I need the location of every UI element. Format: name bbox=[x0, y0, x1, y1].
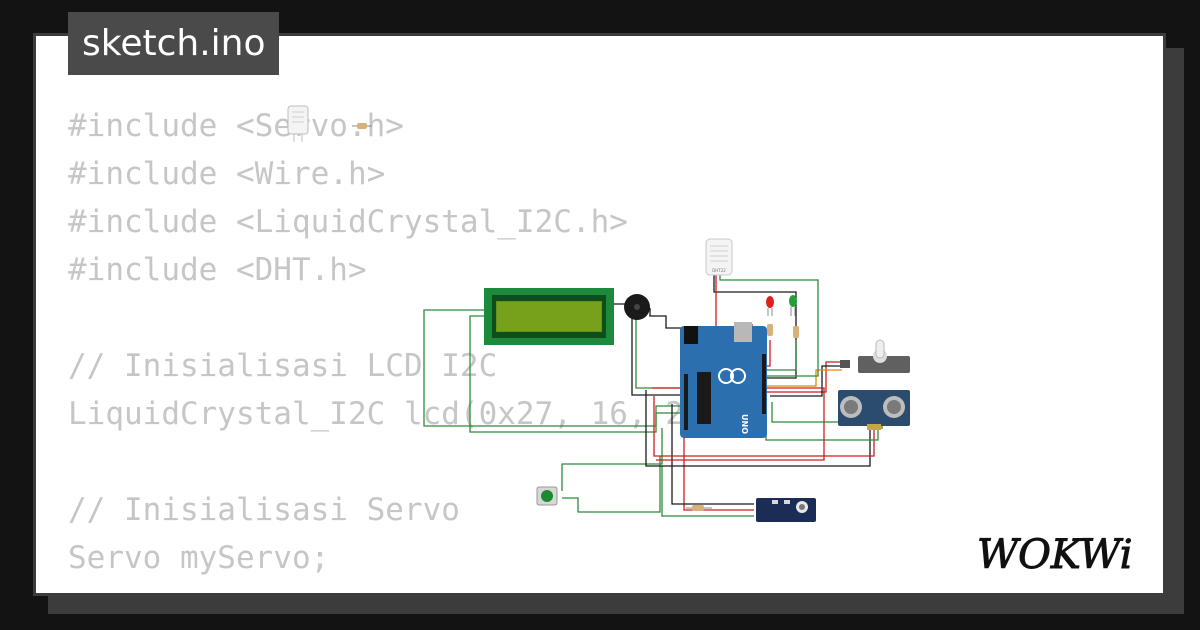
wokwi-logo-text: WOKWi bbox=[977, 532, 1133, 578]
pushbutton-icon bbox=[536, 486, 558, 506]
dht22-label: DHT22 bbox=[712, 268, 726, 273]
code-line: Servo myServo; bbox=[68, 540, 330, 576]
ir-sensor-module-icon bbox=[756, 498, 816, 522]
circuit-diagram: DHT22 bbox=[287, 105, 910, 522]
led-green-icon bbox=[789, 295, 799, 338]
arduino-uno-icon: UNO bbox=[680, 322, 767, 438]
lcd-16x2-icon bbox=[484, 288, 614, 345]
code-line: // Inisialisasi LCD I2C bbox=[68, 348, 498, 384]
ultrasonic-sensor-icon bbox=[838, 390, 910, 430]
file-tab: sketch.ino bbox=[68, 12, 280, 75]
code-preview: #include <Servo.h> #include <Wire.h> #incl… bbox=[68, 102, 721, 582]
arduino-board-label: UNO bbox=[740, 414, 749, 434]
code-line: #include <LiquidCrystal_I2C.h> bbox=[68, 204, 628, 240]
led-red-icon bbox=[766, 296, 774, 336]
servo-icon bbox=[840, 339, 910, 373]
code-line: #include <Servo.h> bbox=[68, 108, 404, 144]
resistor-icon bbox=[352, 123, 372, 129]
code-line: // Inisialisasi Servo bbox=[68, 492, 460, 528]
dht22-sensor-icon: DHT22 bbox=[705, 238, 733, 276]
dht22-small-icon bbox=[287, 105, 309, 142]
wokwi-logo-icon: WOKWi bbox=[977, 532, 1134, 579]
resistor-icon bbox=[686, 505, 712, 511]
code-line: #include <Wire.h> bbox=[68, 156, 386, 192]
code-line: #include <DHT.h> bbox=[68, 252, 367, 288]
buzzer-icon bbox=[624, 294, 650, 320]
preview-card: #include <Servo.h> #include <Wire.h> #incl… bbox=[33, 33, 1166, 596]
